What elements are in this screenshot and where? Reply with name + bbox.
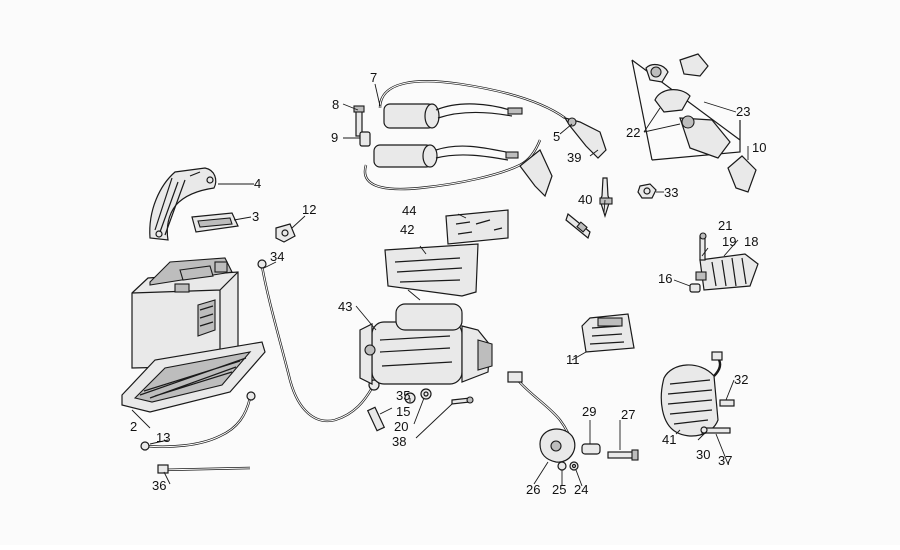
callout-42: 42 <box>400 222 414 237</box>
callout-37: 37 <box>718 453 732 468</box>
sensor-spacer <box>581 443 601 455</box>
callout-40: 40 <box>578 192 592 207</box>
spark-plug <box>599 177 613 219</box>
callout-20: 20 <box>394 419 408 434</box>
callout-labels: 4 3 12 34 7 8 9 5 39 33 40 10 23 22 42 4… <box>130 70 766 497</box>
callout-18: 18 <box>744 234 758 249</box>
callout-21: 21 <box>718 218 732 233</box>
callout-7: 7 <box>370 70 377 85</box>
callout-36: 36 <box>152 478 166 493</box>
callout-35: 35 <box>396 388 410 403</box>
nut-16 <box>689 283 701 293</box>
relay <box>581 313 635 353</box>
callout-43: 43 <box>338 299 352 314</box>
callout-24: 24 <box>574 482 588 497</box>
callout-29: 29 <box>582 404 596 419</box>
nut-33 <box>637 183 657 199</box>
callout-2: 2 <box>130 419 137 434</box>
callout-44: 44 <box>402 203 416 218</box>
callout-32: 32 <box>734 372 748 387</box>
ignition-coils <box>363 80 566 191</box>
switch-boot <box>727 155 757 193</box>
callout-26: 26 <box>526 482 540 497</box>
alternator <box>660 351 723 437</box>
coil-spacer <box>359 131 371 147</box>
alternator-bolts <box>700 399 735 434</box>
battery-tray <box>121 341 266 413</box>
sensor-bolt <box>607 449 639 461</box>
pickup-sensor <box>507 371 576 463</box>
washers-24-25 <box>557 461 579 471</box>
ignition-switch <box>645 53 731 159</box>
battery-terminal-cover <box>191 212 239 233</box>
leader-lines <box>131 83 749 487</box>
cable-tie <box>157 464 251 474</box>
battery-clamp <box>275 223 296 243</box>
callout-30: 30 <box>696 447 710 462</box>
battery <box>131 257 239 369</box>
coil-bolt <box>353 105 365 137</box>
callout-13: 13 <box>156 430 170 445</box>
callout-25: 25 <box>552 482 566 497</box>
regulator-bolt <box>699 232 707 261</box>
battery-strap <box>149 167 217 241</box>
spark-plug-caps <box>519 117 607 198</box>
starter-motor <box>359 303 493 385</box>
callout-4: 4 <box>254 176 261 191</box>
callout-38: 38 <box>392 434 406 449</box>
callout-33: 33 <box>664 185 678 200</box>
callout-23: 23 <box>736 104 750 119</box>
callout-9: 9 <box>331 130 338 145</box>
callout-39: 39 <box>567 150 581 165</box>
regulator <box>695 253 759 291</box>
callout-16: 16 <box>658 271 672 286</box>
callout-22: 22 <box>626 125 640 140</box>
callout-8: 8 <box>332 97 339 112</box>
callout-34: 34 <box>270 249 284 264</box>
callout-5: 5 <box>553 129 560 144</box>
callout-3: 3 <box>252 209 259 224</box>
callout-11: 11 <box>566 352 580 367</box>
relay-cover <box>384 243 479 297</box>
callout-41: 41 <box>662 432 676 447</box>
starter-bolts <box>366 388 474 432</box>
callout-10: 10 <box>752 140 766 155</box>
callout-27: 27 <box>621 407 635 422</box>
spark-plug-2 <box>565 212 591 240</box>
label-decal <box>445 209 509 245</box>
callout-12: 12 <box>302 202 316 217</box>
callout-19: 19 <box>722 234 736 249</box>
ground-cable <box>140 391 256 451</box>
callout-15: 15 <box>396 404 410 419</box>
